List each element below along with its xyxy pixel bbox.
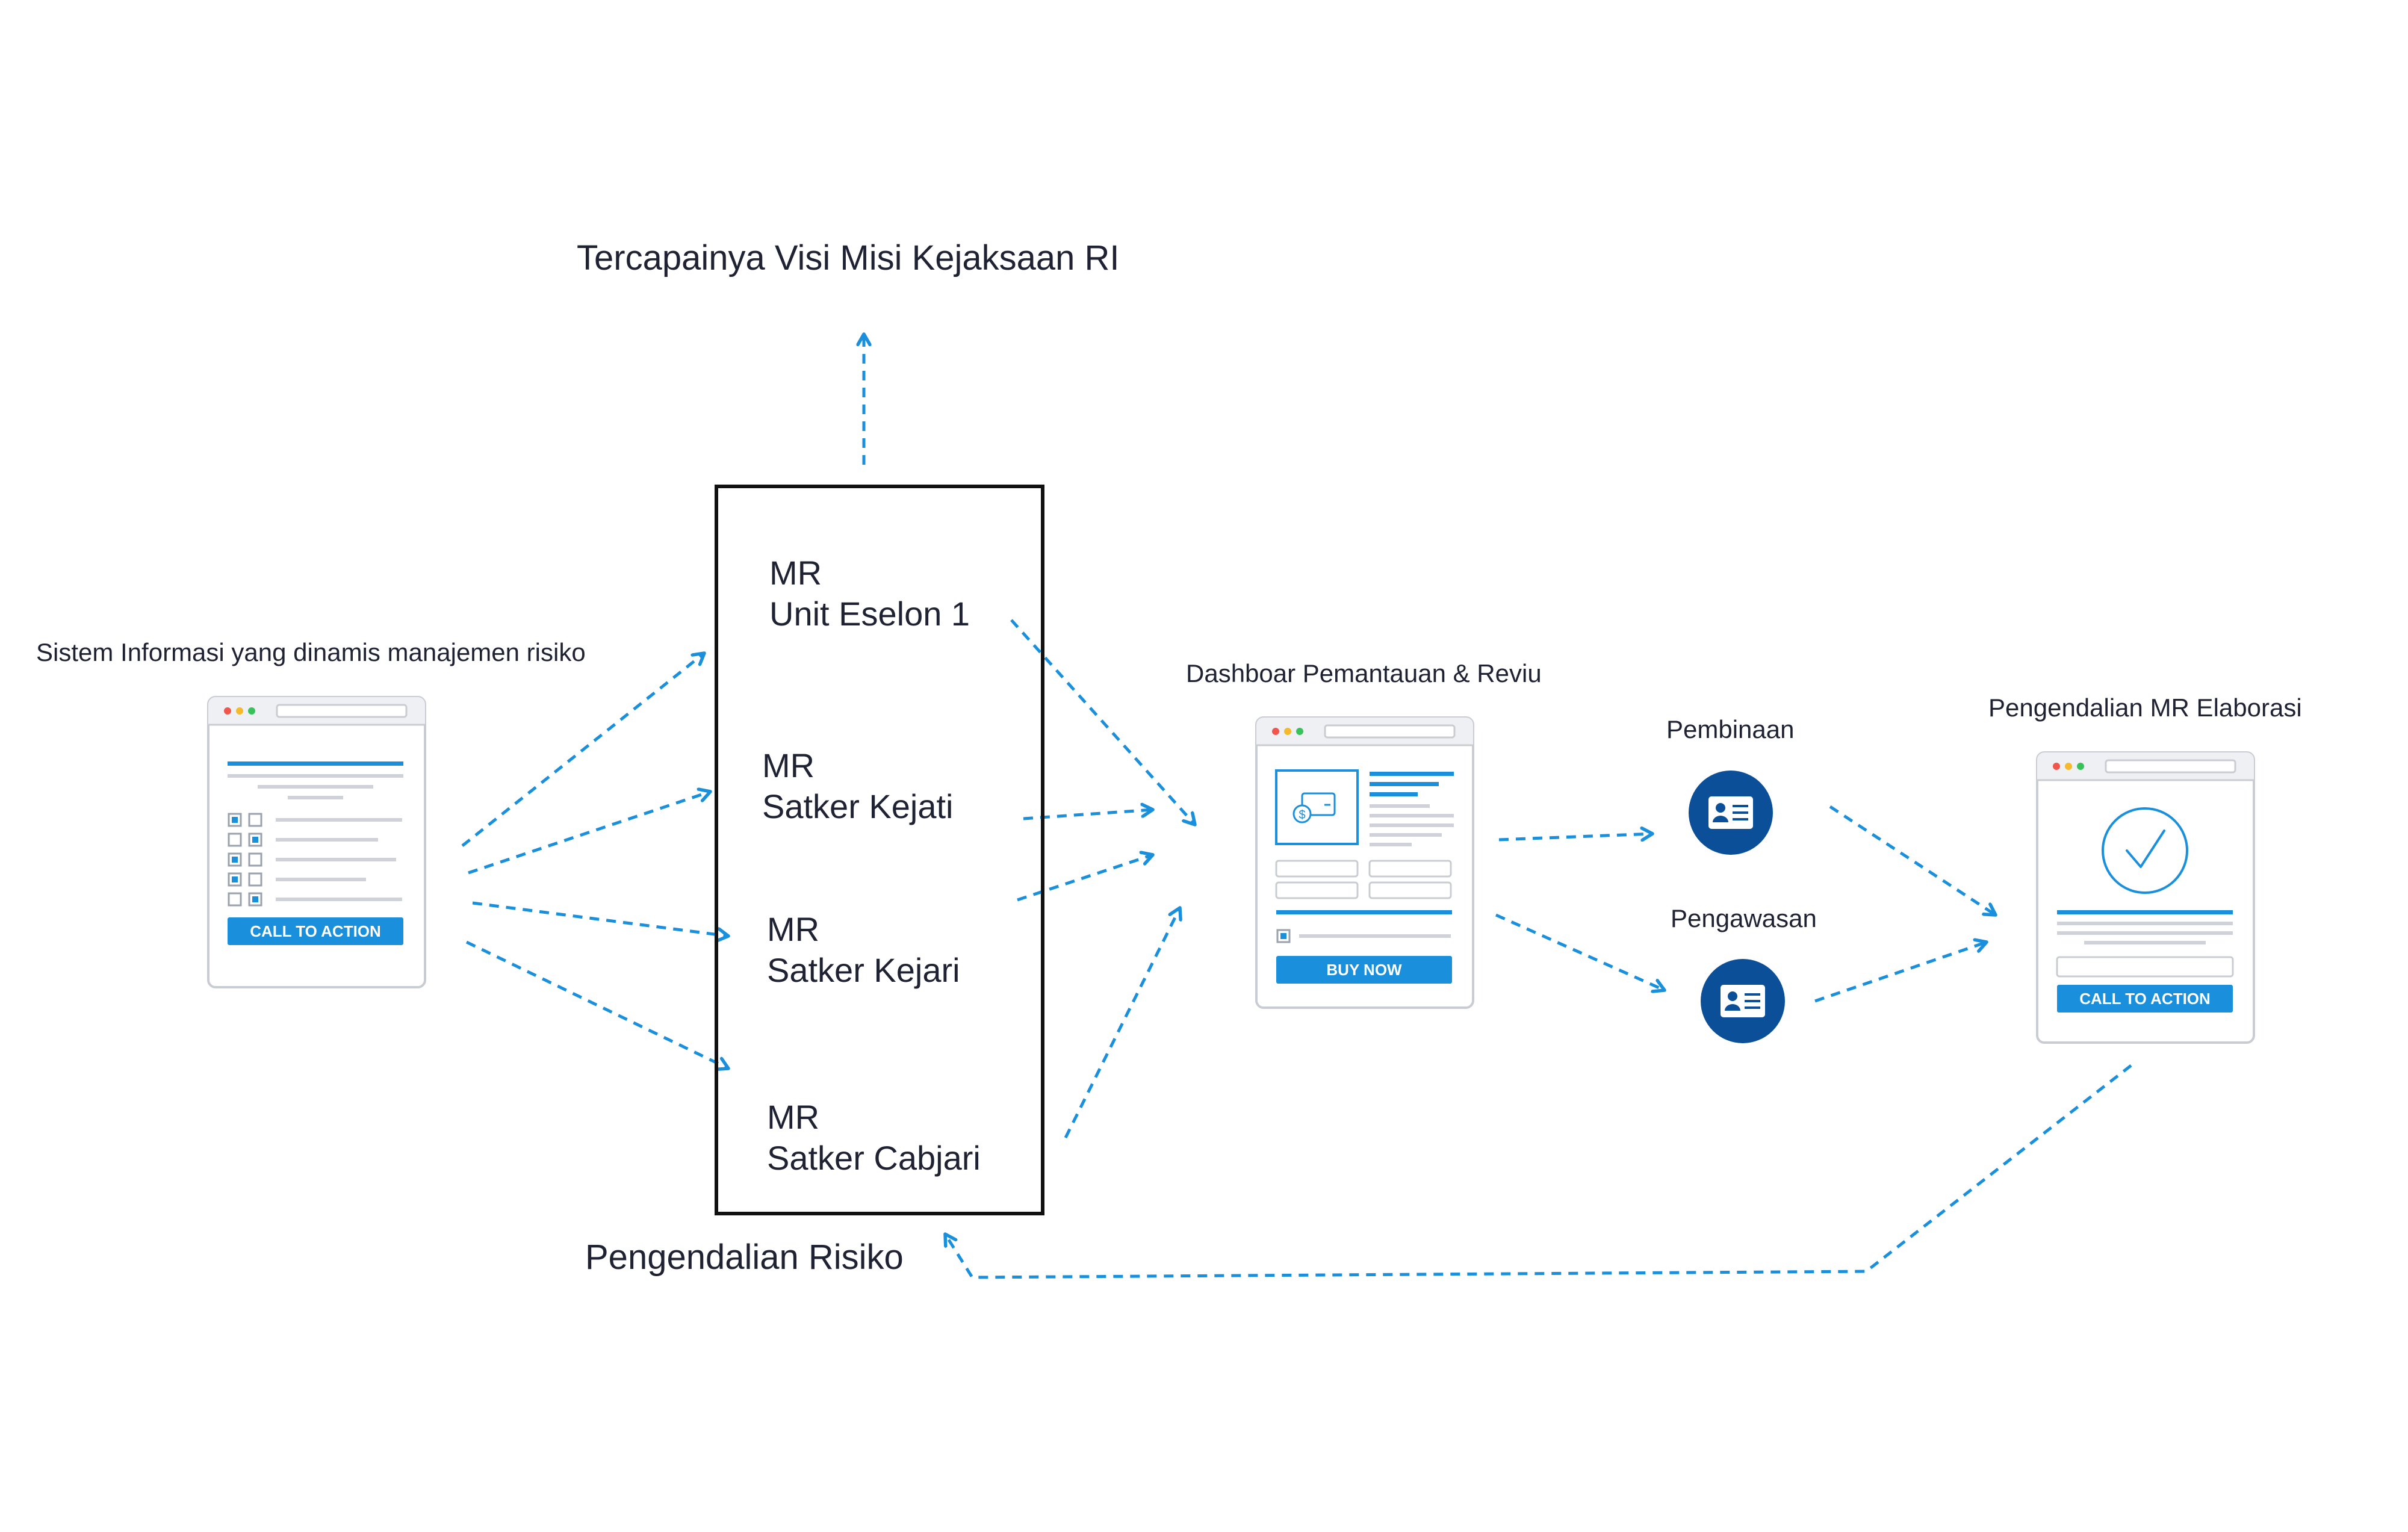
left-card-title: Sistem Informasi yang dinamis manajemen …	[36, 638, 586, 666]
arrow-dashboard-to-pengawasan	[1495, 913, 1665, 990]
elaborasi-call-to-action-button[interactable]	[2057, 985, 2233, 1013]
arrow-si-to-eselon	[461, 653, 704, 847]
buy-now-label: BUY NOW	[1326, 961, 1402, 979]
elaborasi-title: Pengendalian MR Elaborasi	[1988, 693, 2302, 722]
dashboard-title: Dashboar Pemantauan & Reviu	[1186, 659, 1542, 687]
vision-title: Tercapainya Visi Misi Kejaksaan RI	[577, 238, 1120, 278]
dashboard-card: $ BUY NOW	[1255, 716, 1474, 1009]
checkmark-icon	[2102, 807, 2188, 894]
bottom-label: Pengendalian Risiko	[585, 1238, 904, 1277]
arrow-eselon-to-dashboard	[1010, 619, 1195, 825]
arrow-si-to-cabjari	[465, 940, 728, 1068]
mr-item-eselon: MR Unit Eselon 1	[769, 553, 970, 634]
payment-icon: $	[1292, 792, 1336, 823]
mr-item-kejari: MR Satker Kejari	[767, 909, 960, 991]
mr-item-kejari-line2: Satker Kejari	[767, 951, 960, 989]
pengawasan-id-card-icon	[1701, 959, 1785, 1043]
elaborasi-input[interactable]	[2056, 956, 2234, 978]
elaborasi-call-to-action-label: CALL TO ACTION	[2079, 990, 2211, 1008]
mr-item-kejati: MR Satker Kejati	[762, 745, 954, 827]
arrow-elaborasi-to-mrbox	[945, 1064, 2132, 1279]
mr-item-kejati-line1: MR	[762, 746, 815, 784]
left-call-to-action-label: CALL TO ACTION	[250, 922, 381, 940]
arrow-kejati-to-dashboard	[1023, 810, 1153, 820]
elaborasi-card: CALL TO ACTION	[2036, 751, 2255, 1044]
arrow-si-to-kejati	[468, 792, 710, 875]
mr-item-kejari-line1: MR	[767, 910, 820, 948]
mr-item-cabjari-line2: Satker Cabjari	[767, 1139, 981, 1177]
left-call-to-action-button[interactable]	[228, 917, 403, 945]
mr-item-eselon-line1: MR	[769, 554, 822, 592]
mr-item-cabjari-line1: MR	[767, 1098, 820, 1136]
svg-text:$: $	[1299, 808, 1305, 822]
pembinaan-id-card-icon	[1689, 771, 1773, 855]
buy-now-button[interactable]	[1276, 956, 1452, 984]
arrow-pengawasan-to-elaborasi	[1814, 942, 1987, 1003]
mr-item-eselon-line2: Unit Eselon 1	[769, 595, 970, 633]
pembinaan-label: Pembinaan	[1666, 715, 1795, 743]
arrow-dashboard-to-pembinaan	[1498, 834, 1652, 840]
arrow-pembinaan-to-elaborasi	[1829, 805, 1996, 915]
left-card: CALL TO ACTION	[207, 696, 426, 988]
mr-item-cabjari: MR Satker Cabjari	[767, 1097, 981, 1179]
arrow-cabjari-to-dashboard	[1064, 908, 1180, 1139]
mr-item-kejati-line2: Satker Kejati	[762, 787, 954, 825]
arrow-si-to-kejari	[472, 901, 728, 936]
pengawasan-label: Pengawasan	[1671, 904, 1817, 932]
mr-box	[715, 485, 1044, 1215]
arrow-kejari-to-dashboard	[1017, 855, 1153, 902]
